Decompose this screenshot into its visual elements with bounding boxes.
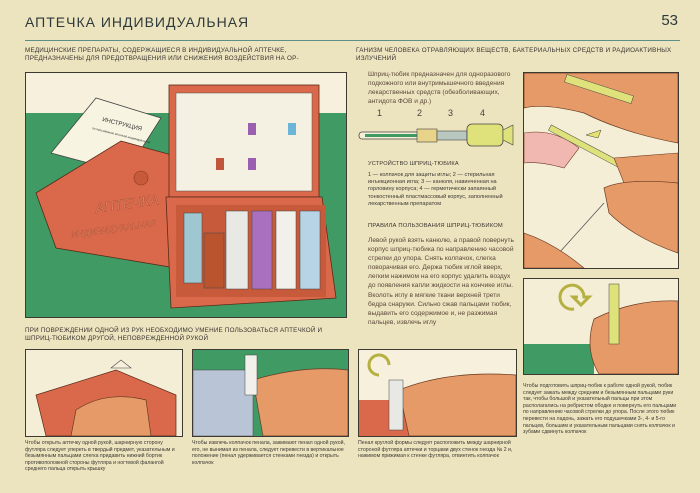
intro-text-left: МЕДИЦИНСКИЕ ПРЕПАРАТЫ, СОДЕРЖАЩИЕСЯ В ИН… xyxy=(25,47,299,62)
part-number-2: 2 xyxy=(417,108,422,118)
rotate-arrow-icon xyxy=(558,283,593,311)
part-number-4: 4 xyxy=(480,108,485,118)
injection-steps-illustration xyxy=(523,72,679,269)
cap-removal-illustration xyxy=(523,278,679,375)
page-title: АПТЕЧКА ИНДИВИДУАЛЬНАЯ xyxy=(25,14,250,30)
device-text: 1 — колпачок для защиты иглы; 2 — стерил… xyxy=(368,172,503,207)
syringe-diagram: 1 2 3 4 xyxy=(355,106,517,151)
closed-kit-case: АПТЕЧКА ИНДИВИДУАЛЬНАЯ xyxy=(35,140,202,269)
syringe-tube xyxy=(183,212,203,284)
caption-1: Чтобы открыть аптечку одной рукой, шарни… xyxy=(25,440,175,473)
intro-text-right: ГАНИЗМ ЧЕЛОВЕКА ОТРАВЛЯЮЩИХ ВЕЩЕСТВ, БАК… xyxy=(356,47,672,62)
caption-2: Чтобы извлечь колпачок пенала, зажимают … xyxy=(192,440,345,466)
rules-text: Левой рукой взять канюлю, а правой повер… xyxy=(368,237,514,326)
unscrew-cap-illustration xyxy=(358,349,517,437)
part-number-3: 3 xyxy=(448,108,453,118)
arrow-icon xyxy=(585,129,602,139)
syringe-intro: Шприц-тюбик предназначен для одноразовог… xyxy=(368,71,511,106)
open-kit-one-hand-illustration xyxy=(25,349,183,437)
extract-case-illustration xyxy=(192,349,349,437)
rules-heading: ПРАВИЛА ПОЛЬЗОВАНИЯ ШПРИЦ-ТЮБИКОМ xyxy=(368,223,503,229)
caption-4: Чтобы подготовить шприц-тюбик к работе о… xyxy=(523,383,677,436)
first-aid-kit-illustration: ИНСТРУКЦИЯ по пользованию аптечкой индив… xyxy=(25,72,347,318)
caption-3: Пенал круглой формы следует расположить … xyxy=(358,440,513,460)
rotate-arrow-icon xyxy=(367,353,391,377)
one-hand-heading: ПРИ ПОВРЕЖДЕНИИ ОДНОЙ ИЗ РУК НЕОБХОДИМО … xyxy=(25,327,323,342)
open-kit-case xyxy=(165,84,337,309)
part-number-1: 1 xyxy=(377,108,382,118)
device-heading: УСТРОЙСТВО ШПРИЦ-ТЮБИКА xyxy=(368,161,459,167)
header-rule xyxy=(25,40,680,41)
page-number: 53 xyxy=(661,12,678,29)
arrow-icon xyxy=(110,359,132,369)
